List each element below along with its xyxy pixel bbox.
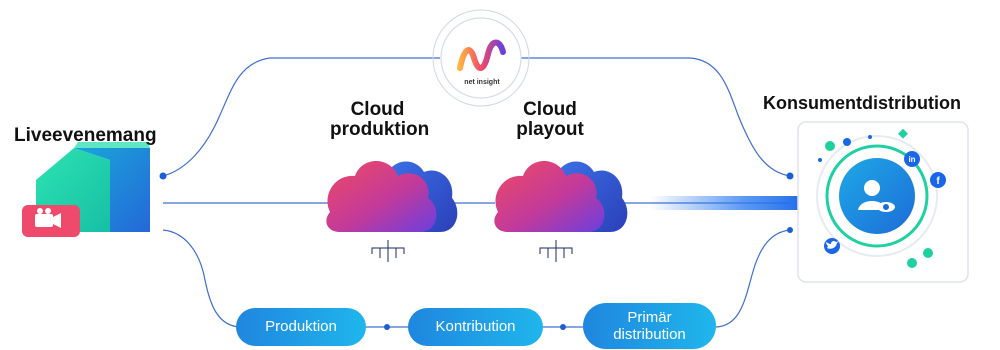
logo-text: net insight	[464, 79, 500, 86]
connector-dots	[159, 172, 794, 330]
cloud-playout-icon	[494, 161, 628, 262]
video-camera-icon	[22, 205, 80, 237]
linkedin-icon: in	[904, 151, 920, 167]
twitter-icon	[824, 238, 840, 254]
top-route-line-right	[520, 57, 791, 177]
connector-lines	[162, 57, 791, 328]
cloud-playout-label: Cloud playout	[516, 99, 584, 140]
consumer-distribution-label: Konsumentdistribution	[763, 93, 961, 113]
production-pill: Produktion	[236, 308, 366, 346]
primary-distribution-pill: Primär distribution	[583, 303, 716, 349]
cloud-production-label: Cloud produktion	[330, 99, 430, 140]
bottom-route-line-right	[715, 229, 791, 328]
facebook-icon: f	[930, 172, 946, 188]
consumer-panel	[797, 121, 969, 283]
contribution-pill: Kontribution	[408, 308, 543, 346]
cloud-production-icon	[326, 161, 458, 262]
bottom-route-line	[162, 229, 241, 328]
top-route-line	[162, 57, 440, 177]
svg-text:in: in	[908, 155, 915, 164]
user-eye-icon	[858, 180, 895, 212]
decorative-dots	[818, 128, 933, 268]
svg-text:f: f	[936, 176, 940, 187]
live-event-label: Liveevenemang	[14, 125, 157, 146]
net-insight-logo	[432, 9, 530, 107]
